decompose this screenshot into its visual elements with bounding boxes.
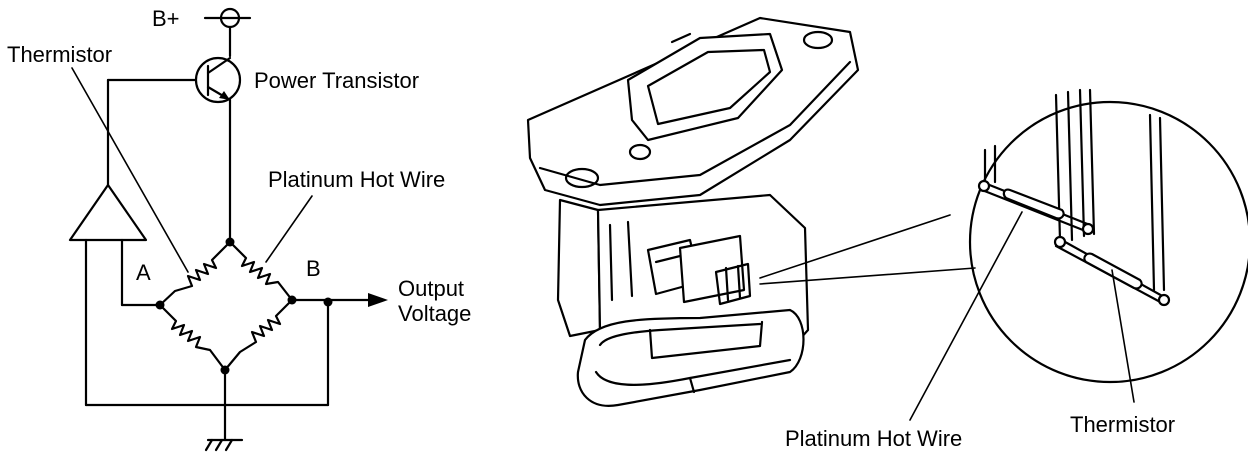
node-b-label: B xyxy=(306,256,321,281)
output-label-line1: Output xyxy=(398,276,464,301)
ground-loop xyxy=(84,238,333,442)
hot-wire-leader xyxy=(265,195,313,263)
thermistor-leader xyxy=(71,67,189,273)
node-a-wire xyxy=(120,238,162,307)
output-label-line2: Voltage xyxy=(398,301,471,326)
supply-label: B+ xyxy=(152,6,180,31)
callout-line-bottom xyxy=(759,267,976,285)
sensor-element xyxy=(714,262,752,306)
amplifier-symbol xyxy=(68,183,148,242)
node-a-label: A xyxy=(136,260,151,285)
sensor-illustration: Platinum Hot Wire Thermistor xyxy=(526,16,1248,451)
sensor-housing xyxy=(556,193,810,407)
magnified-view xyxy=(968,88,1248,384)
transistor-label: Power Transistor xyxy=(254,68,419,93)
sensor-thermistor-leader xyxy=(1111,269,1135,403)
sensor-hot-wire-leader xyxy=(909,211,1023,421)
circuit-schematic: B+ Power Transistor xyxy=(7,6,471,452)
thermistor-label: Thermistor xyxy=(7,42,112,67)
sensor-connector xyxy=(626,32,784,161)
sensor-hot-wire-label: Platinum Hot Wire xyxy=(785,426,962,451)
callout-line-top xyxy=(759,214,951,279)
supply-terminal xyxy=(203,7,252,58)
sensor-thermistor-label: Thermistor xyxy=(1070,412,1175,437)
output-arrow xyxy=(290,293,388,307)
wheatstone-bridge xyxy=(155,237,297,375)
hot-wire-label: Platinum Hot Wire xyxy=(268,167,445,192)
ground-icon xyxy=(204,438,244,452)
